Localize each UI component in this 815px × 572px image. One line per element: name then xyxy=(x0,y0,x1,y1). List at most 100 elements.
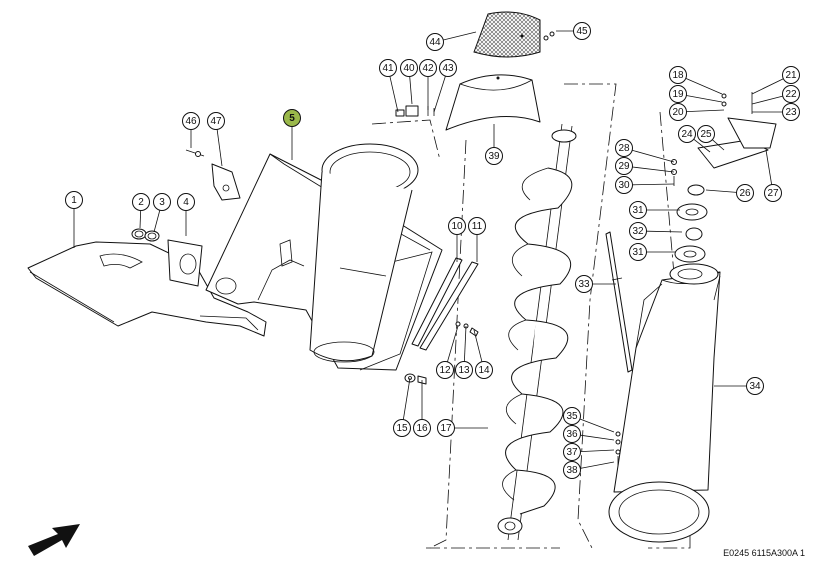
gas-strut-part xyxy=(605,231,633,373)
callout-3: 3 xyxy=(153,193,171,211)
callout-20: 20 xyxy=(669,103,687,121)
callout-43: 43 xyxy=(439,59,457,77)
curved-cover-part xyxy=(445,74,541,131)
callout-circle xyxy=(419,59,437,77)
callout-22: 22 xyxy=(782,85,800,103)
callout-number: 14 xyxy=(478,365,490,376)
callout-number: 4 xyxy=(183,197,189,208)
callout-number: 27 xyxy=(767,188,779,199)
leader-line-19 xyxy=(686,95,723,103)
callout-number: 31 xyxy=(632,247,644,258)
callout-number: 37 xyxy=(566,447,578,458)
callout-number: 22 xyxy=(785,89,797,100)
callout-circle xyxy=(393,419,411,437)
callout-5: 5 xyxy=(283,109,301,127)
callout-17: 17 xyxy=(437,419,455,437)
callout-circle xyxy=(629,243,647,261)
callout-13: 13 xyxy=(455,361,473,379)
callout-24: 24 xyxy=(678,125,696,143)
callout-number: 38 xyxy=(566,465,578,476)
callout-number: 28 xyxy=(618,143,630,154)
callout-circle xyxy=(563,407,581,425)
callout-number: 16 xyxy=(416,423,428,434)
callout-number: 17 xyxy=(440,423,452,434)
callout-circle xyxy=(629,222,647,240)
callout-number: 39 xyxy=(488,151,500,162)
leader-line-32 xyxy=(646,230,683,233)
callout-number: 25 xyxy=(700,129,712,140)
callout-number: 19 xyxy=(672,89,684,100)
callout-leaders xyxy=(73,30,784,469)
callout-18: 18 xyxy=(669,66,687,84)
callout-number: 15 xyxy=(396,423,408,434)
callout-circle xyxy=(426,33,444,51)
auger-part xyxy=(497,123,577,541)
callout-circle xyxy=(782,66,800,84)
callout-circle xyxy=(615,176,633,194)
callout-number: 43 xyxy=(442,63,454,74)
callout-31: 31 xyxy=(629,201,647,219)
callout-47: 47 xyxy=(207,112,225,130)
wear-strips xyxy=(411,257,479,351)
leader-line-36 xyxy=(580,434,615,441)
callout-circle xyxy=(615,157,633,175)
callout-circle xyxy=(563,443,581,461)
callout-number: 36 xyxy=(566,429,578,440)
callout-circle xyxy=(475,361,493,379)
leader-line-22 xyxy=(751,95,783,105)
callout-number: 45 xyxy=(576,26,588,37)
callout-number: 35 xyxy=(566,411,578,422)
callout-4: 4 xyxy=(177,193,195,211)
floor-plate-part xyxy=(27,241,267,337)
callout-number: 33 xyxy=(578,279,590,290)
top-cover-plates xyxy=(697,92,777,169)
callout-circle xyxy=(736,184,754,202)
callout-19: 19 xyxy=(669,85,687,103)
cover-bolts xyxy=(395,105,435,117)
callout-circle xyxy=(153,193,171,211)
callout-12: 12 xyxy=(436,361,454,379)
leader-line-12 xyxy=(447,325,459,362)
leader-line-13 xyxy=(463,325,467,362)
callout-33: 33 xyxy=(575,275,593,293)
callout-circle xyxy=(455,361,473,379)
callout-circle xyxy=(182,112,200,130)
callout-number: 5 xyxy=(289,113,295,124)
callout-number: 23 xyxy=(785,107,797,118)
leader-line-30 xyxy=(632,183,675,186)
callout-number: 11 xyxy=(472,221,483,232)
callout-circle xyxy=(439,59,457,77)
callout-circle xyxy=(615,139,633,157)
leader-line-3 xyxy=(153,210,161,233)
callout-23: 23 xyxy=(782,103,800,121)
mesh-cover-part xyxy=(473,11,555,58)
callout-circle xyxy=(782,103,800,121)
leader-line-40 xyxy=(409,76,413,105)
callout-circle xyxy=(573,22,591,40)
bearing-assembly xyxy=(671,159,708,263)
callout-circle xyxy=(400,59,418,77)
callout-number: 13 xyxy=(458,365,470,376)
callout-46: 46 xyxy=(182,112,200,130)
callout-21: 21 xyxy=(782,66,800,84)
bracket-part xyxy=(185,149,241,201)
callout-circle xyxy=(669,103,687,121)
callout-number: 41 xyxy=(382,63,394,74)
callout-28: 28 xyxy=(615,139,633,157)
callout-34: 34 xyxy=(746,377,764,395)
callout-number: 47 xyxy=(210,116,222,127)
leader-line-20 xyxy=(686,109,725,113)
callout-number: 3 xyxy=(159,197,165,208)
callout-26: 26 xyxy=(736,184,754,202)
callout-circle xyxy=(65,191,83,209)
leader-line-24 xyxy=(693,138,711,153)
callout-circle xyxy=(575,275,593,293)
callout-number: 12 xyxy=(439,365,451,376)
callout-number: 40 xyxy=(403,63,415,74)
callout-circle xyxy=(132,193,150,211)
document-reference: E0245 6115A300A 1 xyxy=(723,548,805,558)
callout-circle xyxy=(468,217,486,235)
callout-25: 25 xyxy=(697,125,715,143)
callout-42: 42 xyxy=(419,59,437,77)
